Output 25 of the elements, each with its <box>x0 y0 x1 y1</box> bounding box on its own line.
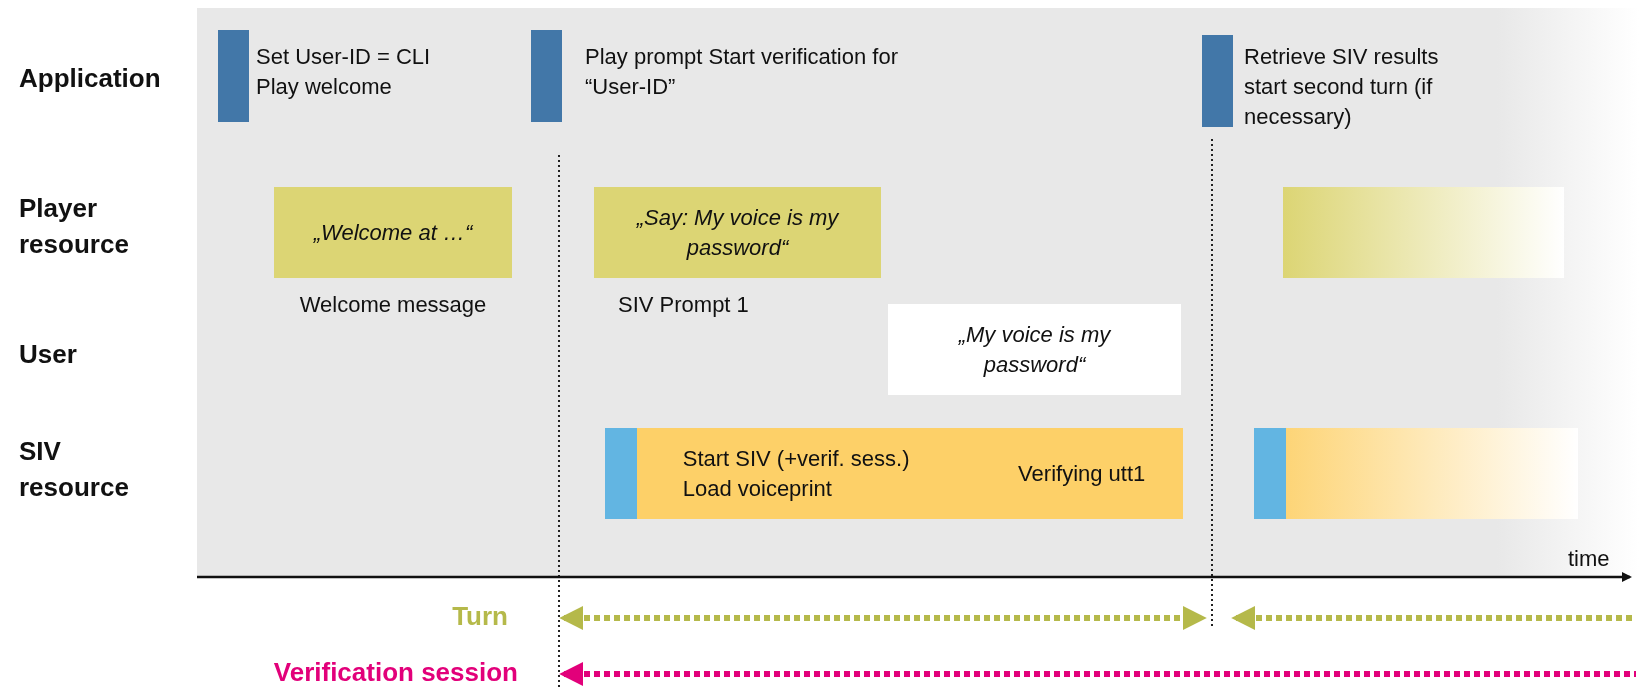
message-box <box>605 428 1183 519</box>
action-text: Play prompt Start verification for “User-ID” <box>585 43 899 101</box>
message-text: „Say: My voice is my password“ <box>635 203 840 262</box>
action-text: Set User-ID = CLI Play welcome <box>256 43 432 101</box>
fading-bar <box>1283 187 1564 278</box>
message-text: „My voice is my password“ <box>957 320 1112 379</box>
activity-bar <box>218 30 249 122</box>
caption-text: Welcome message <box>298 291 488 319</box>
lane-label: Application <box>19 62 162 95</box>
lane-label: Player resource <box>19 192 130 261</box>
action-text: Retrieve SIV results start second turn (if necessary) <box>1244 43 1440 131</box>
activity-text: Verifying utt1 <box>1018 459 1146 488</box>
fading-bar <box>1254 428 1578 519</box>
span-label: Turn <box>451 600 508 633</box>
activity-bar <box>1202 35 1233 127</box>
axis-label: time <box>1568 545 1611 573</box>
message-text: „Welcome at …“ <box>313 218 473 247</box>
caption-text: SIV Prompt 1 <box>618 291 750 319</box>
lane-label: User <box>19 338 78 371</box>
span-label: Verification session <box>272 656 518 689</box>
activity-bar <box>531 30 562 122</box>
message-box <box>274 187 512 278</box>
lane-label: SIV resource <box>19 435 130 504</box>
activity-text: Start SIV (+verif. sess.) Load voiceprint <box>682 444 911 503</box>
message-box <box>594 187 881 278</box>
